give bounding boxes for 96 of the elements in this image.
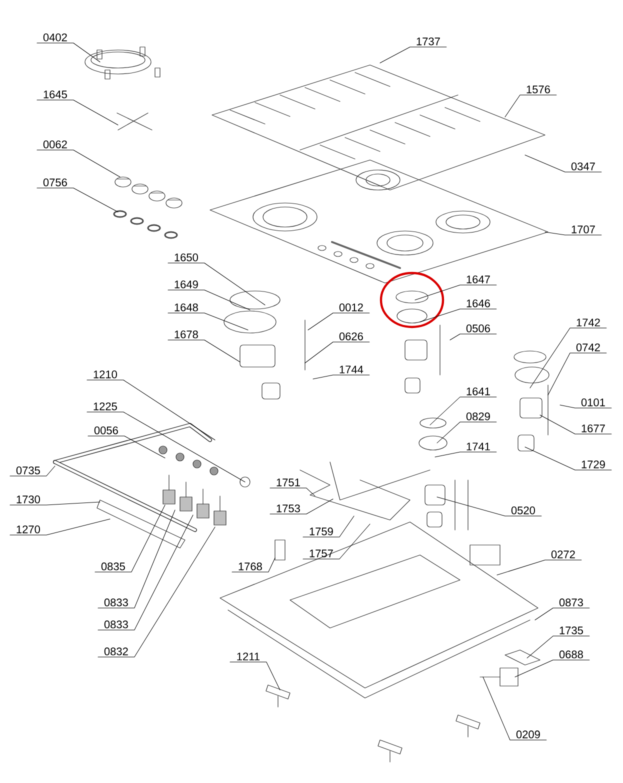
leader-line	[232, 558, 276, 572]
callout-number: 1751	[276, 478, 300, 486]
callout-number: 1650	[174, 254, 198, 262]
leader-line	[482, 676, 547, 740]
callout-number: 1741	[466, 442, 490, 450]
callout-number: 1211	[237, 652, 260, 660]
leader-line	[526, 636, 590, 658]
callout-number: 1735	[560, 626, 583, 634]
callout-number: 1641	[466, 388, 490, 396]
callout-number: 1742	[576, 318, 600, 326]
callout-number: 1645	[44, 90, 67, 98]
callout-number: 0209	[516, 730, 540, 738]
leader-line	[524, 446, 612, 470]
leader-line	[534, 608, 590, 620]
leader-line	[530, 328, 607, 388]
callout-number: 1210	[94, 370, 117, 378]
leader-line	[230, 662, 280, 690]
leader-line	[270, 488, 316, 496]
callout-number: 1647	[466, 276, 490, 284]
callout-number: 0688	[559, 650, 583, 658]
leader-line	[434, 452, 497, 458]
leader-line	[308, 312, 370, 330]
callout-number: 0832	[104, 648, 128, 656]
callout-number: 1757	[310, 550, 333, 558]
leader-line	[86, 412, 246, 482]
callout-number: 0012	[339, 304, 363, 312]
callout-number: 1649	[174, 280, 198, 288]
callout-number: 1576	[526, 86, 550, 94]
callout-number: 0835	[101, 562, 125, 570]
leader-line	[168, 312, 248, 330]
callout-number: 1225	[94, 402, 117, 410]
leader-line	[270, 498, 334, 514]
leader-line	[36, 188, 118, 212]
callout-number: 0873	[559, 598, 583, 606]
leader-line	[524, 154, 602, 172]
leader-line	[514, 660, 590, 678]
callout-number: 0520	[511, 506, 535, 514]
leader-line	[98, 526, 216, 658]
leader-line	[94, 504, 166, 572]
callout-number: 0833	[104, 620, 128, 628]
leader-line	[10, 518, 110, 536]
callout-number: 0506	[466, 324, 490, 332]
leader-line	[10, 502, 100, 506]
callout-number: 1730	[16, 496, 40, 504]
callout-number: 0101	[581, 398, 605, 406]
leader-line	[548, 352, 607, 396]
leader-line	[10, 466, 56, 476]
leader-line	[36, 42, 100, 62]
callout-number: 0402	[43, 34, 67, 42]
leader-line	[304, 342, 370, 364]
callout-number: 1729	[582, 460, 605, 468]
callout-number: 0742	[576, 344, 600, 352]
callout-number: 1270	[16, 526, 40, 534]
callout-number: 1707	[572, 226, 595, 234]
leader-line	[544, 232, 602, 236]
leader-line	[420, 308, 497, 322]
leader-line	[36, 150, 120, 178]
callout-number: 1648	[174, 304, 198, 312]
callout-number: 1646	[466, 300, 490, 308]
leader-line	[430, 396, 497, 426]
leader-line	[168, 290, 250, 310]
callout-number: 0626	[339, 332, 363, 340]
leader-line	[496, 560, 582, 576]
callout-number: 1768	[238, 562, 262, 570]
callout-number: 1677	[582, 424, 605, 432]
leader-line	[88, 436, 166, 458]
callout-number: 1744	[340, 366, 364, 374]
leader-line	[504, 94, 557, 118]
leader-line	[36, 100, 118, 126]
callout-number: 0272	[551, 550, 575, 558]
leader-line	[168, 340, 240, 362]
callout-number: 1678	[174, 330, 198, 338]
leader-line	[98, 514, 194, 630]
leader-line	[312, 374, 370, 380]
callout-number: 0056	[94, 426, 118, 434]
leader-line	[302, 524, 370, 560]
leader-line	[436, 422, 497, 444]
leader-line	[560, 404, 612, 408]
leader-line	[86, 380, 216, 440]
callout-number: 0756	[43, 178, 67, 186]
callout-number: 0347	[571, 162, 595, 170]
callout-number: 0062	[43, 140, 67, 148]
leader-line	[540, 414, 612, 434]
callout-number: 0833	[104, 598, 128, 606]
callout-number: 0829	[466, 412, 490, 420]
callout-number: 0735	[16, 466, 40, 474]
leader-line	[168, 262, 266, 306]
leader-line	[414, 284, 497, 300]
callout-number: 1753	[276, 504, 300, 512]
leader-line	[302, 516, 354, 538]
callout-number: 1737	[416, 38, 440, 46]
callout-number: 1759	[310, 528, 333, 536]
leader-line	[436, 496, 542, 516]
leader-line	[380, 46, 447, 64]
leader-line	[98, 510, 176, 608]
leader-line	[450, 334, 497, 340]
